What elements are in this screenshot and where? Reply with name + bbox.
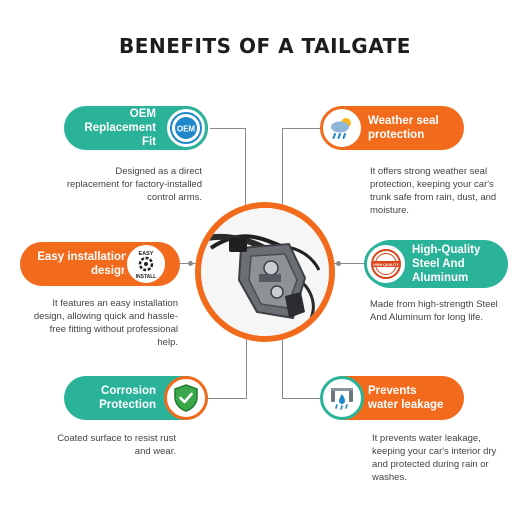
feature-water-title-1: Prevents	[368, 385, 417, 397]
tailgate-latch-image	[201, 208, 329, 336]
feature-corrosion-title-2: Protection	[99, 399, 156, 411]
feature-steel-title-1: High-Quality	[412, 244, 481, 256]
weather-icon	[320, 106, 364, 150]
water-drop-icon	[320, 376, 364, 420]
feature-oem-title-2: Replacement Fit	[84, 122, 156, 148]
feature-weather-title-1: Weather seal	[368, 115, 439, 127]
feature-install-title-2: design	[90, 265, 128, 277]
page-title: BENEFITS OF A TAILGATE	[119, 34, 411, 58]
feature-steel-title-3: Aluminum	[412, 272, 469, 284]
feature-weather-title-2: protection	[368, 129, 425, 141]
install-badge-bottom: INSTALL	[136, 274, 157, 280]
feature-install-title-1: Easy installation	[37, 251, 128, 263]
oem-seal-icon: OEM	[164, 106, 208, 150]
shield-check-icon	[164, 376, 208, 420]
feature-water-title-2: water leakage	[368, 399, 444, 411]
feature-steel-description: Made from high-strength Steel And Alumin…	[370, 299, 498, 323]
feature-oem-description: Designed as a direct replacement for fac…	[66, 166, 202, 203]
feature-oem-title-1: OEM	[129, 108, 156, 120]
oem-badge-text: OEM	[177, 125, 196, 134]
easy-install-icon: EASY INSTALL	[124, 242, 168, 286]
high-quality-stamp-icon: HIGH QUALITY	[364, 242, 408, 286]
feature-corrosion-title-1: Corrosion	[101, 385, 156, 397]
steel-badge-text: HIGH QUALITY	[373, 263, 399, 267]
feature-water-description: It prevents water leakage, keeping your …	[372, 433, 497, 483]
feature-weather-description: It offers strong weather seal protection…	[370, 166, 497, 216]
install-badge-top: EASY	[139, 251, 154, 257]
feature-steel-title-2: Steel And	[412, 258, 465, 270]
product-image-frame	[195, 202, 335, 342]
feature-corrosion-description: Coated surface to resist rust and wear.	[57, 433, 176, 457]
feature-install-description: It features an easy installation design,…	[33, 298, 178, 348]
